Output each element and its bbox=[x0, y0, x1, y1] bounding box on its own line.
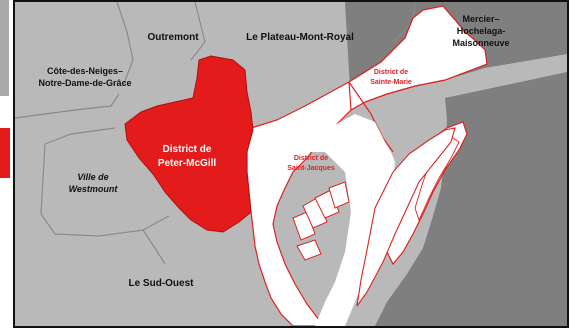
peter-mcgill-district bbox=[124, 55, 254, 233]
label-saint-jacques-2: Saint-Jacques bbox=[287, 165, 335, 172]
label-westmount-2: Westmount bbox=[69, 184, 119, 194]
label-mercier-3: Maisonneuve bbox=[452, 38, 509, 48]
label-plateau: Le Plateau-Mont-Royal bbox=[246, 32, 354, 43]
label-peter-mcgill-1: District de bbox=[163, 144, 212, 155]
borough-boundaries bbox=[15, 2, 416, 265]
left-red-fragment bbox=[0, 128, 10, 178]
label-saint-jacques-1: District de bbox=[294, 155, 328, 162]
label-outremont: Outremont bbox=[147, 32, 199, 43]
island-inner-outline bbox=[414, 137, 460, 222]
left-panel-edge bbox=[0, 0, 13, 330]
label-mercier-2: Hochelaga- bbox=[457, 26, 506, 36]
label-peter-mcgill-2: Peter-McGill bbox=[158, 158, 217, 169]
left-grey-fragment bbox=[0, 0, 9, 96]
label-sud-ouest: Le Sud-Ouest bbox=[128, 278, 194, 289]
sainte-marie-district bbox=[348, 5, 488, 111]
label-cote-1: Côte-des-Neiges– bbox=[47, 66, 123, 76]
label-sainte-marie-1: District de bbox=[374, 69, 408, 76]
island-notre-dame bbox=[356, 127, 456, 307]
district-map: Outremont Le Plateau-Mont-Royal Mercier–… bbox=[13, 0, 569, 328]
harbour-piers bbox=[292, 181, 350, 261]
river-water bbox=[375, 72, 567, 326]
label-mercier-1: Mercier– bbox=[462, 14, 499, 24]
label-cote-2: Notre-Dame-de-Grâce bbox=[38, 78, 131, 88]
label-westmount-1: Ville de bbox=[77, 172, 108, 182]
map-canvas: Outremont Le Plateau-Mont-Royal Mercier–… bbox=[15, 2, 567, 326]
label-sainte-marie-2: Sainte-Marie bbox=[370, 79, 412, 86]
